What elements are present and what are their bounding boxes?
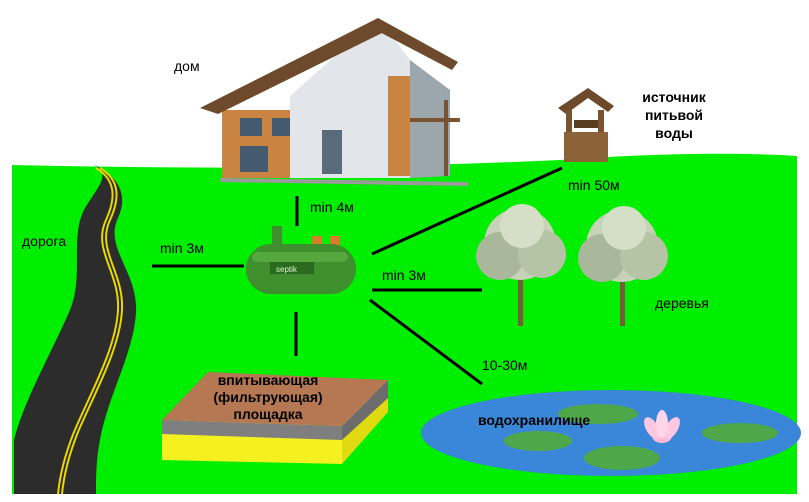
filter-pad <box>162 372 388 464</box>
well-label: источник питьвой воды <box>642 89 706 141</box>
filter-pad-label: впитывающая (фильтрующая) площадка <box>213 372 323 422</box>
septic-tank: septik <box>246 226 356 294</box>
house <box>200 18 468 186</box>
trees-label: деревья <box>655 295 709 311</box>
distance-to-house: min 4м <box>310 199 354 215</box>
distance-to-road: min 3м <box>160 240 204 256</box>
water-lily <box>644 410 680 443</box>
distance-to-well: min 50м <box>568 177 620 193</box>
distance-to-pond: 10-30м <box>482 357 528 373</box>
road <box>14 164 137 495</box>
road-label: дорога <box>22 233 67 249</box>
line-to-well <box>371 166 563 256</box>
distance-to-trees: min 3м <box>382 267 426 283</box>
well <box>558 88 614 162</box>
line-to-pond <box>369 298 483 386</box>
trees <box>476 204 668 326</box>
house-label: дом <box>174 58 200 74</box>
pond-label: водохранилище <box>478 412 591 428</box>
distance-lines <box>152 166 563 386</box>
tank-brand: septik <box>276 265 298 274</box>
pond <box>421 390 801 476</box>
